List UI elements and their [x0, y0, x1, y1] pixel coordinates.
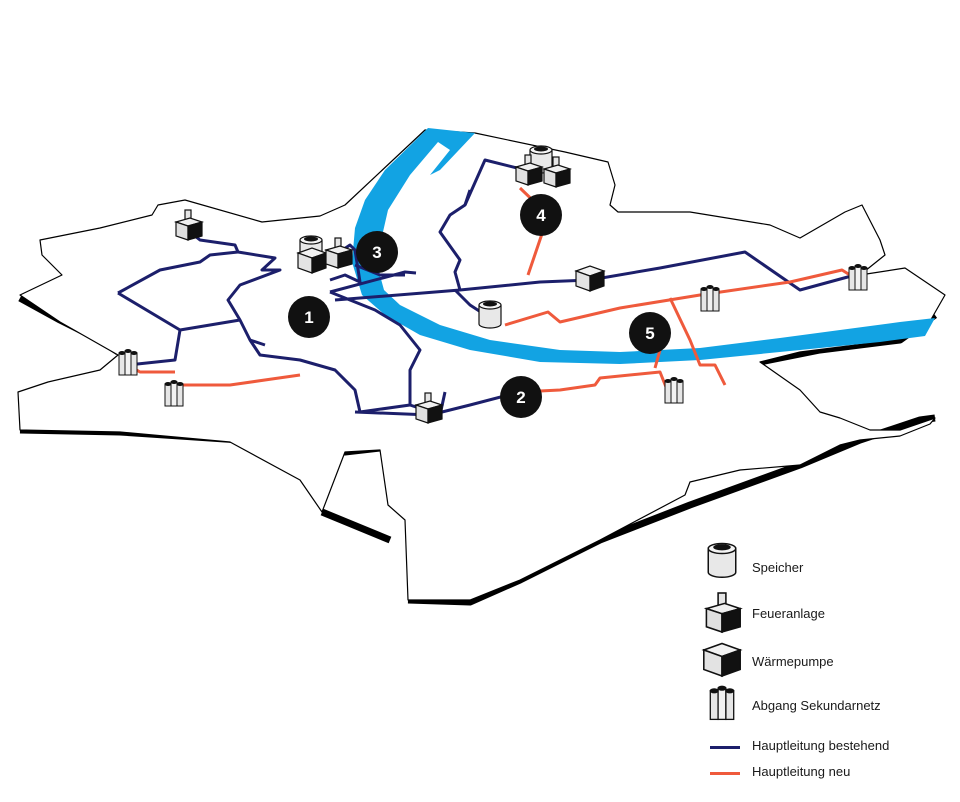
- legend-label: Speicher: [752, 560, 804, 575]
- svg-text:4: 4: [536, 206, 546, 225]
- legend-item-storage: Speicher: [700, 540, 950, 580]
- svg-text:1: 1: [304, 308, 313, 327]
- city-outline: [17, 129, 946, 601]
- marker-3: 3: [356, 231, 398, 273]
- secondary-outlet-icon: [709, 684, 735, 721]
- svg-text:5: 5: [645, 324, 654, 343]
- marker-4: 4: [520, 194, 562, 236]
- heat-pump-icon: [297, 247, 327, 274]
- legend-label: Hauptleitung bestehend: [752, 738, 890, 753]
- secondary-outlet-icon: [664, 376, 684, 404]
- legend-label: Wärmepumpe: [752, 654, 834, 669]
- legend-label: Feueranlage: [752, 606, 825, 621]
- river: [352, 128, 935, 364]
- secondary-outlet-icon: [164, 379, 184, 407]
- legend-item-heatpump: Wärmepumpe: [700, 640, 950, 680]
- svg-text:2: 2: [516, 388, 525, 407]
- storage-icon: [707, 542, 737, 578]
- marker-2: 2: [500, 376, 542, 418]
- legend-line-existing: [710, 746, 740, 749]
- legend-item-existing: Hauptleitung bestehend: [700, 736, 950, 776]
- combustion-plant-icon: [705, 592, 741, 633]
- marker-5: 5: [629, 312, 671, 354]
- heat-pump-icon: [703, 642, 741, 677]
- legend-item-combustion: Feueranlage: [700, 592, 950, 633]
- legend-line-new: [710, 772, 740, 775]
- secondary-outlet-icon: [700, 284, 720, 312]
- secondary-outlet-icon: [848, 263, 868, 291]
- storage-icon: [478, 300, 502, 329]
- marker-1: 1: [288, 296, 330, 338]
- heat-pump-icon: [575, 265, 605, 292]
- legend-item-secondary: Abgang Sekundarnetz: [700, 684, 950, 724]
- svg-text:3: 3: [372, 243, 381, 262]
- legend-item-new: Hauptleitung neu: [700, 762, 950, 802]
- legend-label: Hauptleitung neu: [752, 764, 851, 779]
- secondary-outlet-icon: [118, 348, 138, 376]
- legend-label: Abgang Sekundarnetz: [752, 698, 881, 713]
